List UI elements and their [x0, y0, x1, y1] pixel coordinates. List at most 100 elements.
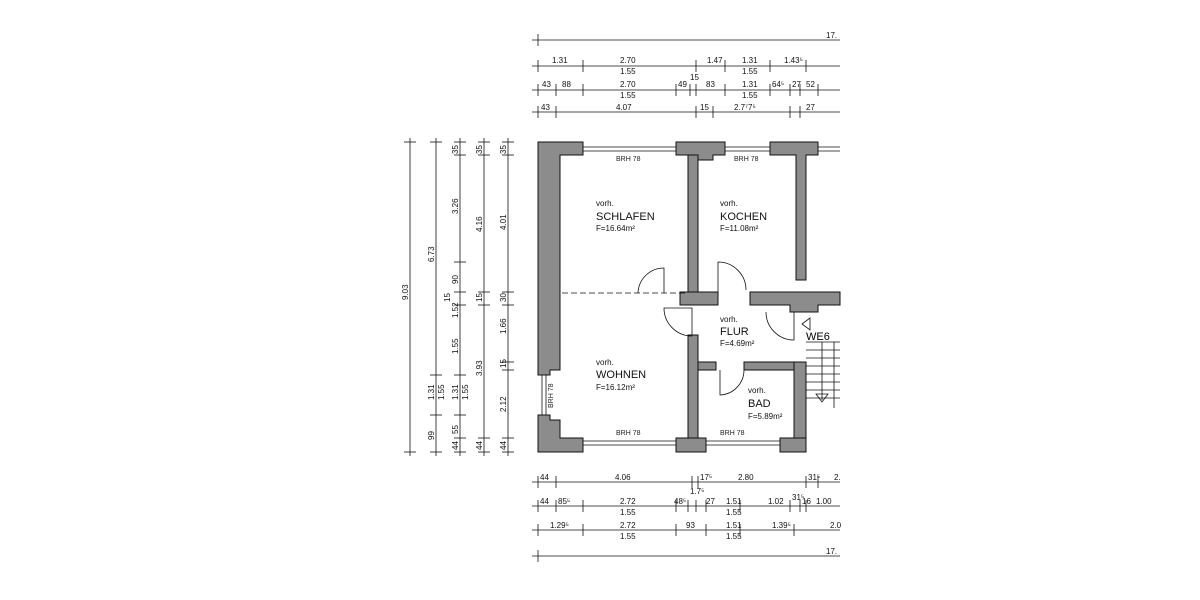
- dim-label: 4.01: [499, 214, 508, 230]
- dim-label: 43: [542, 80, 551, 89]
- door-bad: [719, 369, 745, 396]
- unit-label: WE6: [806, 331, 830, 343]
- dim-label: 85⁵: [558, 497, 570, 506]
- stairs: [801, 317, 840, 408]
- dim-label: 1.00: [816, 497, 832, 506]
- dim-label: 15: [475, 293, 484, 302]
- dim-label: 31⁵: [808, 473, 820, 482]
- dim-label: 1.31: [427, 384, 436, 400]
- door-entry: [765, 311, 795, 341]
- dim-label: 1.39⁵: [772, 521, 791, 530]
- wall-bad-top-2: [743, 361, 795, 371]
- door-kochen: [717, 261, 747, 293]
- dim-label: 1.55: [620, 508, 636, 517]
- dim-label: 6.73: [427, 246, 436, 262]
- dim-label: 1.55: [620, 91, 636, 100]
- wall-interior-1: [687, 154, 699, 296]
- room-schlafen: vorh. SCHLAFEN F=16.64m²: [596, 199, 655, 233]
- walls: [537, 141, 841, 453]
- room-pre: vorh.: [720, 315, 738, 324]
- dim-label: 3.93: [475, 360, 484, 376]
- room-pre: vorh.: [596, 358, 614, 367]
- dim-label: 99: [427, 431, 436, 440]
- dim-label: 35: [499, 145, 508, 154]
- wall-top-right: [769, 141, 819, 281]
- room-area: F=5.89m²: [748, 412, 783, 421]
- top-dim-labels: 17. 1.31 2.70 1.47 1.31 1.43⁵ 1.55 1.55 …: [541, 31, 837, 112]
- dim-label: 4.06: [615, 473, 631, 482]
- left-dimension-chain: [409, 138, 509, 456]
- dim-label: 15: [700, 103, 709, 112]
- dim-label: 1.66: [499, 318, 508, 334]
- dim-label: 1.31: [742, 80, 758, 89]
- dim-label: 35: [451, 145, 460, 154]
- dim-label: 35: [475, 145, 484, 154]
- left-dim-labels: 9.03 6.73 1.31 1.55 99 35 3.26 90 15 1.5…: [401, 145, 508, 450]
- dim-label: 1.55: [726, 508, 742, 517]
- dim-label: 43: [541, 103, 550, 112]
- room-pre: vorh.: [720, 199, 738, 208]
- doors: [637, 261, 795, 396]
- wall-left: [537, 141, 584, 376]
- top-dim-ticks: [537, 34, 819, 118]
- unit-marker: [801, 317, 811, 331]
- dim-label: 52: [806, 80, 815, 89]
- room-area: F=11.08m²: [720, 224, 759, 233]
- dim-label: 49: [678, 80, 687, 89]
- dim-label: 2.7⁷7⁵: [734, 103, 756, 112]
- room-wohnen: vorh. WOHNEN F=16.12m²: [596, 358, 646, 392]
- dim-label: 27: [706, 497, 715, 506]
- wall-interior-4: [687, 334, 699, 441]
- dim-label: 4.16: [475, 216, 484, 232]
- dim-label: 2.: [834, 473, 841, 482]
- dim-label: 83: [706, 80, 715, 89]
- wall-interior-2: [749, 291, 841, 313]
- room-bad: vorh. BAD F=5.89m²: [748, 386, 783, 421]
- dim-label: 2.70: [620, 80, 636, 89]
- dim-label: 3.26: [451, 198, 460, 214]
- room-name: KOCHEN: [720, 211, 767, 223]
- dim-label: 88: [562, 80, 571, 89]
- dim-label: 2.72: [620, 497, 636, 506]
- left-dim-ticks: [404, 141, 514, 453]
- dim-label: 15: [443, 293, 452, 302]
- dim-label: 44: [499, 441, 508, 450]
- room-flur: vorh. FLUR F=4.69m²: [720, 315, 755, 348]
- room-area: F=16.12m²: [596, 383, 635, 392]
- dim-label: 17.: [826, 547, 837, 556]
- room-area: F=4.69m²: [720, 339, 755, 348]
- dim-label: 15: [499, 359, 508, 368]
- dim-label: 2.12: [499, 396, 508, 412]
- wall-bottom-right: [779, 437, 807, 453]
- dim-label: 1.31: [742, 56, 758, 65]
- dim-label: 44: [451, 441, 460, 450]
- dim-label: 1.31: [552, 56, 568, 65]
- room-pre: vorh.: [596, 199, 614, 208]
- dim-label: 2.70: [620, 56, 636, 65]
- brh-top-right: BRH 78: [734, 156, 759, 163]
- wall-bottom-mid: [675, 437, 707, 453]
- room-area: F=16.64m²: [596, 224, 635, 233]
- windows: [541, 146, 840, 446]
- dim-label: 16: [802, 497, 811, 506]
- brh-top-left: BRH 78: [616, 156, 641, 163]
- dim-label: 48⁵: [674, 497, 686, 506]
- dim-label: 1.55: [620, 67, 636, 76]
- dim-label: 1.55: [726, 532, 742, 541]
- dim-label: 1.29⁵: [550, 521, 569, 530]
- dim-label: 2.72: [620, 521, 636, 530]
- dim-label: 27: [806, 103, 815, 112]
- dim-label: 1.55: [742, 67, 758, 76]
- wall-left-lower: [537, 414, 584, 453]
- door-wohnen: [663, 307, 693, 337]
- dim-label: 1.52: [451, 302, 460, 318]
- dim-label: 17⁵: [700, 473, 712, 482]
- dim-label: 1.7⁵: [690, 487, 704, 496]
- dim-label: 1.55: [742, 91, 758, 100]
- dim-label: 1.31: [451, 384, 460, 400]
- dim-label: 31⁵: [792, 493, 804, 502]
- room-name: BAD: [748, 398, 771, 410]
- dim-label: 1.55: [437, 384, 446, 400]
- dim-label: 2.0: [830, 521, 842, 530]
